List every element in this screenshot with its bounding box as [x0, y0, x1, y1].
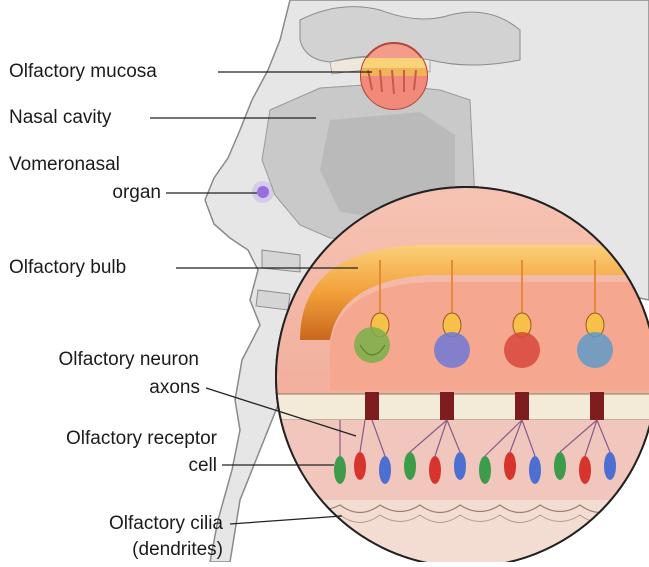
label-neuron-axons-line2: axons: [9, 377, 200, 399]
label-cilia-line1: Olfactory cilia: [9, 513, 223, 535]
label-olfactory-bulb: Olfactory bulb: [9, 257, 126, 279]
label-vomeronasal-line1: Vomeronasal: [9, 154, 161, 176]
leader-cilia: [230, 516, 342, 524]
label-cilia-line2: (dendrites): [9, 539, 223, 561]
label-nasal-cavity: Nasal cavity: [9, 107, 111, 129]
label-receptor-cell-line1: Olfactory receptor: [9, 428, 217, 450]
label-vomeronasal-line2: organ: [9, 182, 161, 204]
label-neuron-axons-line1: Olfactory neuron: [9, 349, 199, 371]
label-receptor-cell-line2: cell: [9, 455, 217, 477]
cribriform-plate: [270, 392, 649, 422]
label-olfactory-mucosa: Olfactory mucosa: [9, 61, 157, 83]
